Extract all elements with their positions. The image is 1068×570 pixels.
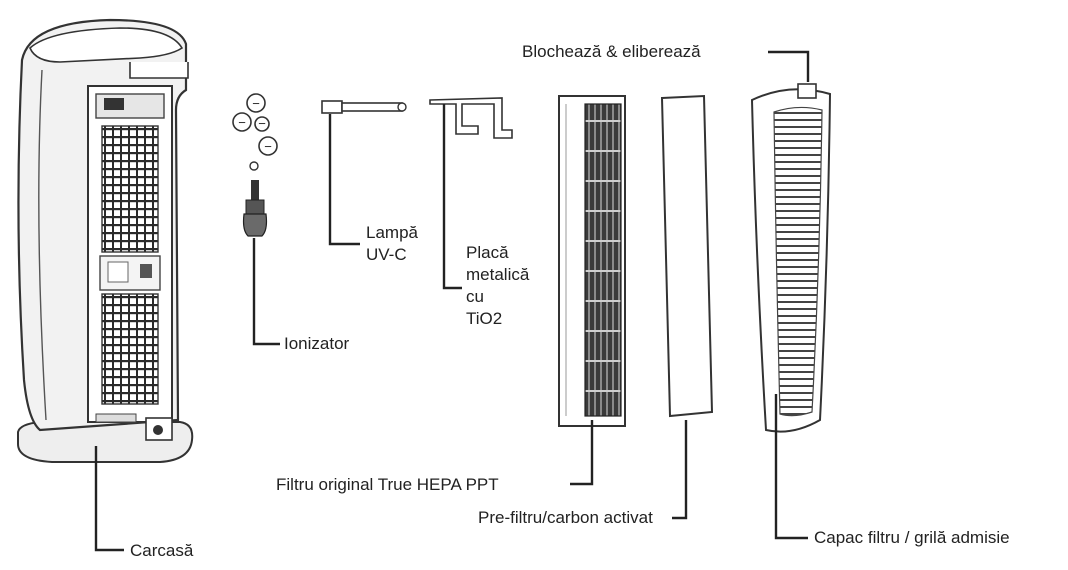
ion-symbol: − [238, 115, 246, 130]
leader-lines [94, 50, 810, 552]
ionizer-assembly [232, 93, 278, 237]
label-uvc-lamp-line: Lampă [366, 223, 418, 242]
ion-bubble [246, 93, 266, 113]
housing-unit [17, 18, 194, 463]
label-hepa-filter: Filtru original True HEPA PPT [276, 475, 499, 494]
label-metal-plate: Placă metalică cu TiO2 [466, 242, 529, 330]
label-housing: Carcasă [130, 541, 194, 560]
label-lock-release: Blochează & eliberează [522, 42, 701, 61]
ion-bubble [258, 136, 278, 156]
label-metal-plate-line: metalică [466, 265, 530, 284]
housing-upper-grid [101, 125, 159, 253]
label-uvc-lamp-line: UV-C [366, 245, 407, 264]
hepa-filter-part [558, 95, 626, 427]
label-ionizer: Ionizator [284, 334, 350, 353]
ion-symbol: − [264, 139, 272, 154]
label-metal-plate-line: TiO2 [466, 309, 503, 328]
ion-symbol: − [252, 96, 260, 111]
ion-bubble [249, 161, 259, 171]
label-prefilter-carbon: Pre-filtru/carbon activat [478, 508, 653, 527]
tio2-metal-plate-part [429, 97, 513, 139]
label-uvc-lamp: Lampă UV-C [366, 222, 418, 266]
housing-top-cap [29, 27, 184, 63]
filter-cover-part [750, 83, 832, 433]
ionizer-pin [251, 180, 259, 200]
prefilter-carbon-part [660, 94, 714, 418]
label-metal-plate-line: cu [466, 287, 484, 306]
lock-release-tab [797, 83, 817, 99]
ion-symbol: − [258, 116, 266, 131]
ion-bubble [254, 116, 270, 132]
label-metal-plate-line: Placă [466, 243, 509, 262]
label-filter-cover: Capac filtru / grilă admisie [814, 528, 1010, 547]
uvc-lamp-part [321, 100, 407, 114]
housing-lower-grid [101, 293, 159, 405]
ion-bubble [232, 112, 252, 132]
ionizer-body [242, 213, 268, 237]
